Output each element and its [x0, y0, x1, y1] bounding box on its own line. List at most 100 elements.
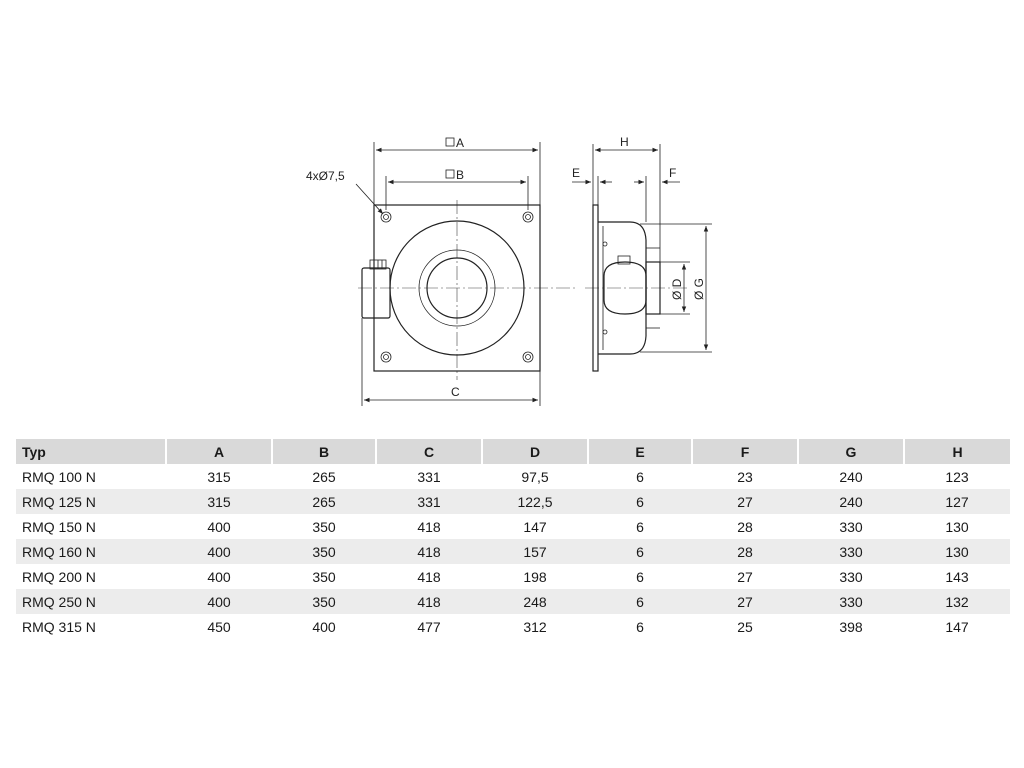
table-cell: 331 — [417, 468, 441, 485]
table-cell: 315 — [166, 489, 272, 514]
table-cell: 418 — [376, 539, 482, 564]
table-cell: RMQ 315 N — [22, 618, 96, 635]
table-row: RMQ 250 N 400 350 418 248 6 27 330 132 — [16, 589, 1010, 614]
table-cell: 6 — [588, 539, 692, 564]
table-cell: 350 — [272, 589, 376, 614]
table-cell: 418 — [417, 568, 441, 585]
dim-label-b: B — [456, 168, 464, 182]
table-cell: 147 — [523, 518, 547, 535]
table-cell: 130 — [904, 539, 1010, 564]
header-b: B — [272, 439, 377, 464]
table-header-row: Typ A B C D E F G H — [16, 439, 1010, 464]
side-flange — [592, 204, 599, 372]
table-cell: 143 — [945, 568, 969, 585]
table-cell: 265 — [312, 468, 336, 485]
table-cell: 123 — [945, 468, 969, 485]
table-cell: RMQ 100 N — [22, 468, 96, 485]
table-cell: 330 — [839, 568, 863, 585]
table-cell: 400 — [207, 518, 231, 535]
dim-label-c: C — [451, 385, 460, 399]
table-cell: 350 — [272, 539, 376, 564]
hole-callout: 4xØ7,5 — [306, 169, 345, 183]
table-cell: 450 — [207, 618, 231, 635]
table-cell: 198 — [523, 568, 547, 585]
table-cell: 240 — [839, 468, 863, 485]
table-cell: 27 — [692, 589, 798, 614]
table-cell: 132 — [904, 589, 1010, 614]
table-cell: 130 — [945, 518, 969, 535]
technical-drawing: A B 4xØ7,5 C — [306, 135, 712, 406]
mounting-holes — [380, 211, 534, 363]
table-cell: 6 — [636, 568, 644, 585]
table-cell: 400 — [207, 568, 231, 585]
table-cell: 330 — [839, 518, 863, 535]
table-cell: 400 — [166, 589, 272, 614]
table-cell: RMQ 160 N — [16, 539, 166, 564]
table-cell: 28 — [692, 539, 798, 564]
table-cell: 400 — [166, 539, 272, 564]
table-cell: 147 — [945, 618, 969, 635]
table-cell: 6 — [636, 518, 644, 535]
header-f: F — [692, 439, 799, 464]
table-cell: 6 — [636, 468, 644, 485]
table-cell: 28 — [737, 518, 753, 535]
table-cell: 315 — [207, 468, 231, 485]
table-cell: 25 — [737, 618, 753, 635]
table-row: RMQ 200 N 400 350 418 198 6 27 330 143 — [16, 564, 1010, 589]
table-cell: 418 — [376, 589, 482, 614]
table-cell: 330 — [798, 539, 904, 564]
table-row: RMQ 125 N 315 265 331 122,5 6 27 240 127 — [16, 489, 1010, 514]
table-cell: RMQ 150 N — [22, 518, 96, 535]
inlet-ring — [418, 249, 496, 327]
table-cell: 350 — [312, 568, 336, 585]
terminal-box — [361, 259, 391, 319]
table-cell: 6 — [588, 589, 692, 614]
table-cell: 477 — [417, 618, 441, 635]
table-cell: 398 — [839, 618, 863, 635]
header-g: G — [798, 439, 905, 464]
header-a: A — [166, 439, 273, 464]
dim-label-e: E — [572, 166, 580, 180]
dimensions-table: Typ A B C D E F G H RMQ 100 N 315 265 33… — [16, 439, 1011, 639]
header-h: H — [904, 439, 1010, 464]
front-view: A B 4xØ7,5 C — [306, 136, 575, 406]
table-row: RMQ 150 N 400 350 418 147 6 28 330 130 — [16, 514, 1010, 539]
table-cell: 240 — [798, 489, 904, 514]
dim-label-g: Ø G — [692, 278, 706, 300]
table-cell: 157 — [482, 539, 588, 564]
table-body: RMQ 100 N 315 265 331 97,5 6 23 240 123 … — [16, 464, 1010, 639]
side-terminal-box — [603, 255, 647, 315]
table-cell: 23 — [737, 468, 753, 485]
table-cell: 27 — [692, 489, 798, 514]
dim-label-h: H — [620, 135, 629, 149]
table-cell: 122,5 — [482, 489, 588, 514]
table-cell: 330 — [798, 589, 904, 614]
header-d: D — [482, 439, 589, 464]
inlet-opening — [426, 257, 488, 319]
header-typ: Typ — [16, 439, 167, 464]
side-view: H E F Ø D Ø G — [572, 135, 712, 372]
table-cell: 6 — [636, 618, 644, 635]
header-c: C — [376, 439, 483, 464]
dim-label-d: Ø D — [670, 278, 684, 300]
table-cell: 312 — [523, 618, 547, 635]
table-cell: 350 — [312, 518, 336, 535]
table-cell: 127 — [904, 489, 1010, 514]
table-cell: 27 — [737, 568, 753, 585]
table-cell: 400 — [312, 618, 336, 635]
table-cell: RMQ 125 N — [16, 489, 166, 514]
table-cell: 418 — [417, 518, 441, 535]
table-cell: RMQ 250 N — [16, 589, 166, 614]
header-e: E — [588, 439, 693, 464]
table-cell: 248 — [482, 589, 588, 614]
table-cell: 331 — [376, 489, 482, 514]
table-cell: 97,5 — [521, 468, 549, 485]
table-row: RMQ 315 N 450 400 477 312 6 25 398 147 — [16, 614, 1010, 639]
front-plate — [373, 204, 541, 372]
table-cell: 265 — [272, 489, 376, 514]
table-cell: 6 — [588, 489, 692, 514]
table-row: RMQ 160 N 400 350 418 157 6 28 330 130 — [16, 539, 1010, 564]
table-row: RMQ 100 N 315 265 331 97,5 6 23 240 123 — [16, 464, 1010, 489]
dim-label-f: F — [669, 166, 676, 180]
dim-label-a: A — [456, 136, 464, 150]
